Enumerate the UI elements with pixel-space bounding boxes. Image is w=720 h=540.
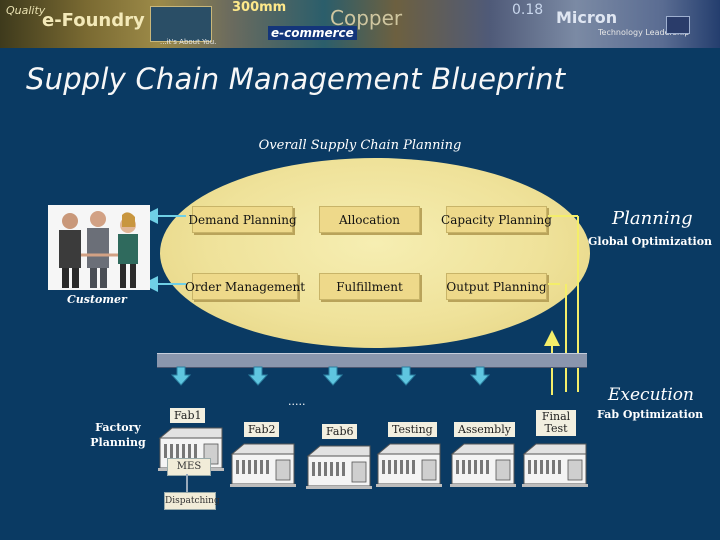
banner-efoundry: e-Foundry bbox=[42, 10, 145, 31]
site-fab6: Fab6 bbox=[322, 424, 358, 439]
box-allocation: Allocation bbox=[319, 206, 420, 233]
dispatching-box: Dispatching bbox=[164, 492, 220, 510]
box-demand-planning: Demand Planning bbox=[188, 206, 297, 233]
mes-connector bbox=[186, 474, 188, 492]
site-testing: Testing bbox=[388, 422, 437, 437]
site-assembly: Assembly bbox=[454, 422, 515, 437]
banner-about: ...it's About You. bbox=[160, 38, 217, 46]
box-order-management: Order Management bbox=[185, 273, 305, 300]
planning-label: Planning bbox=[612, 208, 693, 229]
box-output-planning: Output Planning bbox=[446, 273, 547, 300]
execution-label: Execution bbox=[608, 385, 694, 405]
banner-ecommerce: e-commerce bbox=[268, 26, 357, 40]
site-fab2: Fab2 bbox=[244, 422, 280, 437]
mes-box: MES bbox=[167, 458, 211, 476]
execution-bus bbox=[157, 353, 587, 368]
header-banner: Quality e-Foundry 300mm Copper e-commerc… bbox=[0, 0, 720, 48]
fab-optimization-label: Fab Optimization bbox=[597, 408, 704, 421]
box-fulfillment: Fulfillment bbox=[319, 273, 420, 300]
overall-planning-label: Overall Supply Chain Planning bbox=[258, 138, 462, 153]
page-title: Supply Chain Management Blueprint bbox=[26, 62, 566, 96]
banner-tech: Technology Leadership bbox=[598, 28, 690, 37]
business-people-icon bbox=[59, 211, 138, 288]
banner-chip-icon bbox=[666, 16, 690, 34]
banner-micron: Micron bbox=[556, 8, 618, 27]
banner-photo-1 bbox=[150, 6, 212, 42]
bus-arrow-5 bbox=[469, 366, 491, 386]
bus-arrow-4 bbox=[395, 366, 417, 386]
box-capacity-planning: Capacity Planning bbox=[441, 206, 552, 233]
site-final-test: Final Test bbox=[536, 410, 576, 436]
bus-arrow-1 bbox=[170, 366, 192, 386]
customer-photo bbox=[48, 205, 150, 290]
building-fab6 bbox=[305, 445, 373, 490]
building-assembly bbox=[449, 443, 517, 488]
banner-018: 0.18 bbox=[512, 2, 544, 18]
customer-label: Customer bbox=[67, 293, 127, 306]
building-final-test bbox=[521, 443, 589, 488]
building-testing bbox=[375, 443, 443, 488]
bus-arrow-3 bbox=[322, 366, 344, 386]
factory-planning-label: Factory Planning bbox=[90, 421, 146, 449]
bus-arrow-2 bbox=[247, 366, 269, 386]
global-optimization-label: Global Optimization bbox=[588, 235, 713, 248]
ellipsis-dots: ..... bbox=[288, 395, 306, 408]
planning-oval bbox=[160, 158, 590, 348]
site-fab1: Fab1 bbox=[170, 408, 206, 423]
banner-quality: Quality bbox=[6, 4, 46, 17]
building-fab2 bbox=[229, 443, 297, 488]
banner-300mm: 300mm bbox=[232, 0, 287, 15]
